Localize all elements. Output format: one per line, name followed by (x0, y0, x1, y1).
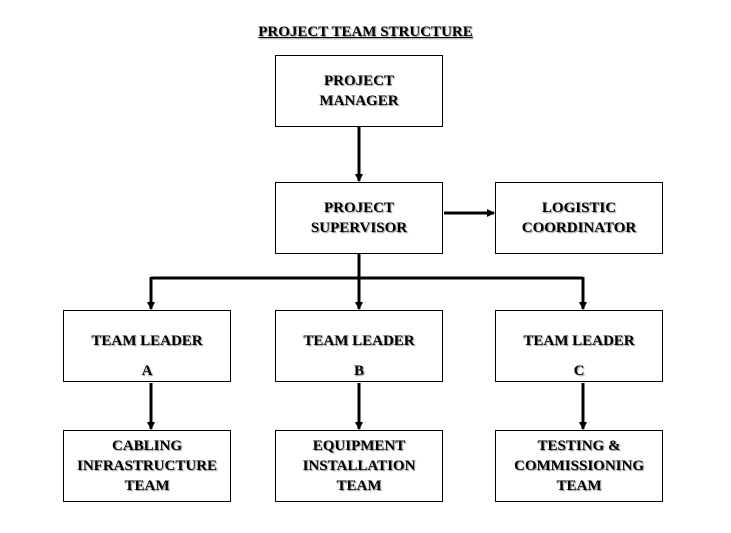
node-label: PROJECT (323, 73, 394, 89)
node-label: TEAM (556, 478, 602, 494)
node-logistic-coordinator: LOGISTIC COORDINATOR (495, 182, 663, 254)
node-label: TEAM LEADER (523, 333, 635, 349)
node-label: A (141, 363, 153, 379)
node-label: PROJECT (323, 200, 394, 216)
node-team-leader-a: TEAM LEADER A (63, 310, 231, 382)
node-label: INFRASTRUCTURE (76, 458, 218, 474)
node-label: TESTING & (537, 438, 621, 454)
node-label: INSTALLATION (302, 458, 416, 474)
node-team-leader-b: TEAM LEADER B (275, 310, 443, 382)
node-label: LOGISTIC (541, 200, 617, 216)
node-cabling-infrastructure-team: CABLING INFRASTRUCTURE TEAM (63, 430, 231, 502)
node-label: TEAM (124, 478, 170, 494)
node-label: MANAGER (319, 93, 399, 109)
node-project-supervisor: PROJECT SUPERVISOR (275, 182, 443, 254)
node-label: EQUIPMENT (312, 438, 406, 454)
node-project-manager: PROJECT MANAGER (275, 55, 443, 127)
node-label: TEAM LEADER (303, 333, 415, 349)
node-equipment-installation-team: EQUIPMENT INSTALLATION TEAM (275, 430, 443, 502)
chart-title: PROJECT TEAM STRUCTURE (258, 24, 473, 40)
node-label: B (353, 363, 364, 379)
node-team-leader-c: TEAM LEADER C (495, 310, 663, 382)
node-label: SUPERVISOR (310, 220, 408, 236)
node-testing-commissioning-team: TESTING & COMMISSIONING TEAM (495, 430, 663, 502)
node-label: TEAM LEADER (91, 333, 203, 349)
node-label: COORDINATOR (521, 220, 637, 236)
node-label: CABLING (111, 438, 182, 454)
node-label: C (573, 363, 585, 379)
node-label: COMMISSIONING (513, 458, 644, 474)
node-label: TEAM (336, 478, 382, 494)
